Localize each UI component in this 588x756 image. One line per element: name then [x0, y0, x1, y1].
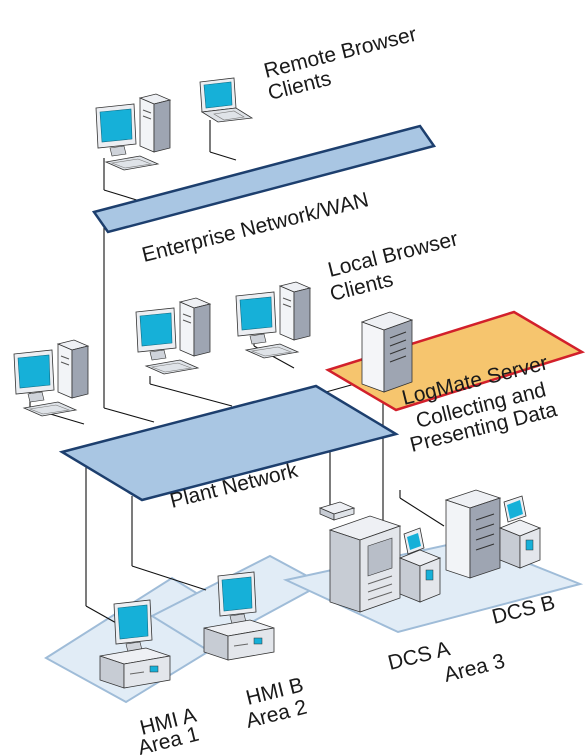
- dcs-b-console: [498, 495, 542, 569]
- remote-desktop-computer: [95, 93, 171, 171]
- area-3-label: Area 3: [442, 650, 508, 687]
- local-desktop-computer: [135, 297, 211, 375]
- dcs-a-cabinet: [328, 515, 402, 613]
- local-desktop-computer-right: [235, 281, 311, 359]
- remote-laptop: [199, 77, 253, 123]
- logmate-server-icon: [360, 311, 414, 393]
- dcs-a-console: [398, 527, 442, 603]
- enterprise-network-bar: [91, 124, 437, 234]
- dcs-b-cabinet: [444, 489, 502, 579]
- remote-clients-label-line1: Remote Browser: [262, 23, 419, 83]
- plant-desktop-computer-left: [13, 339, 89, 417]
- local-clients-label-line1: Local Browser: [326, 227, 461, 282]
- plant-network-bar: [58, 384, 400, 502]
- network-switch-icon: [318, 501, 356, 521]
